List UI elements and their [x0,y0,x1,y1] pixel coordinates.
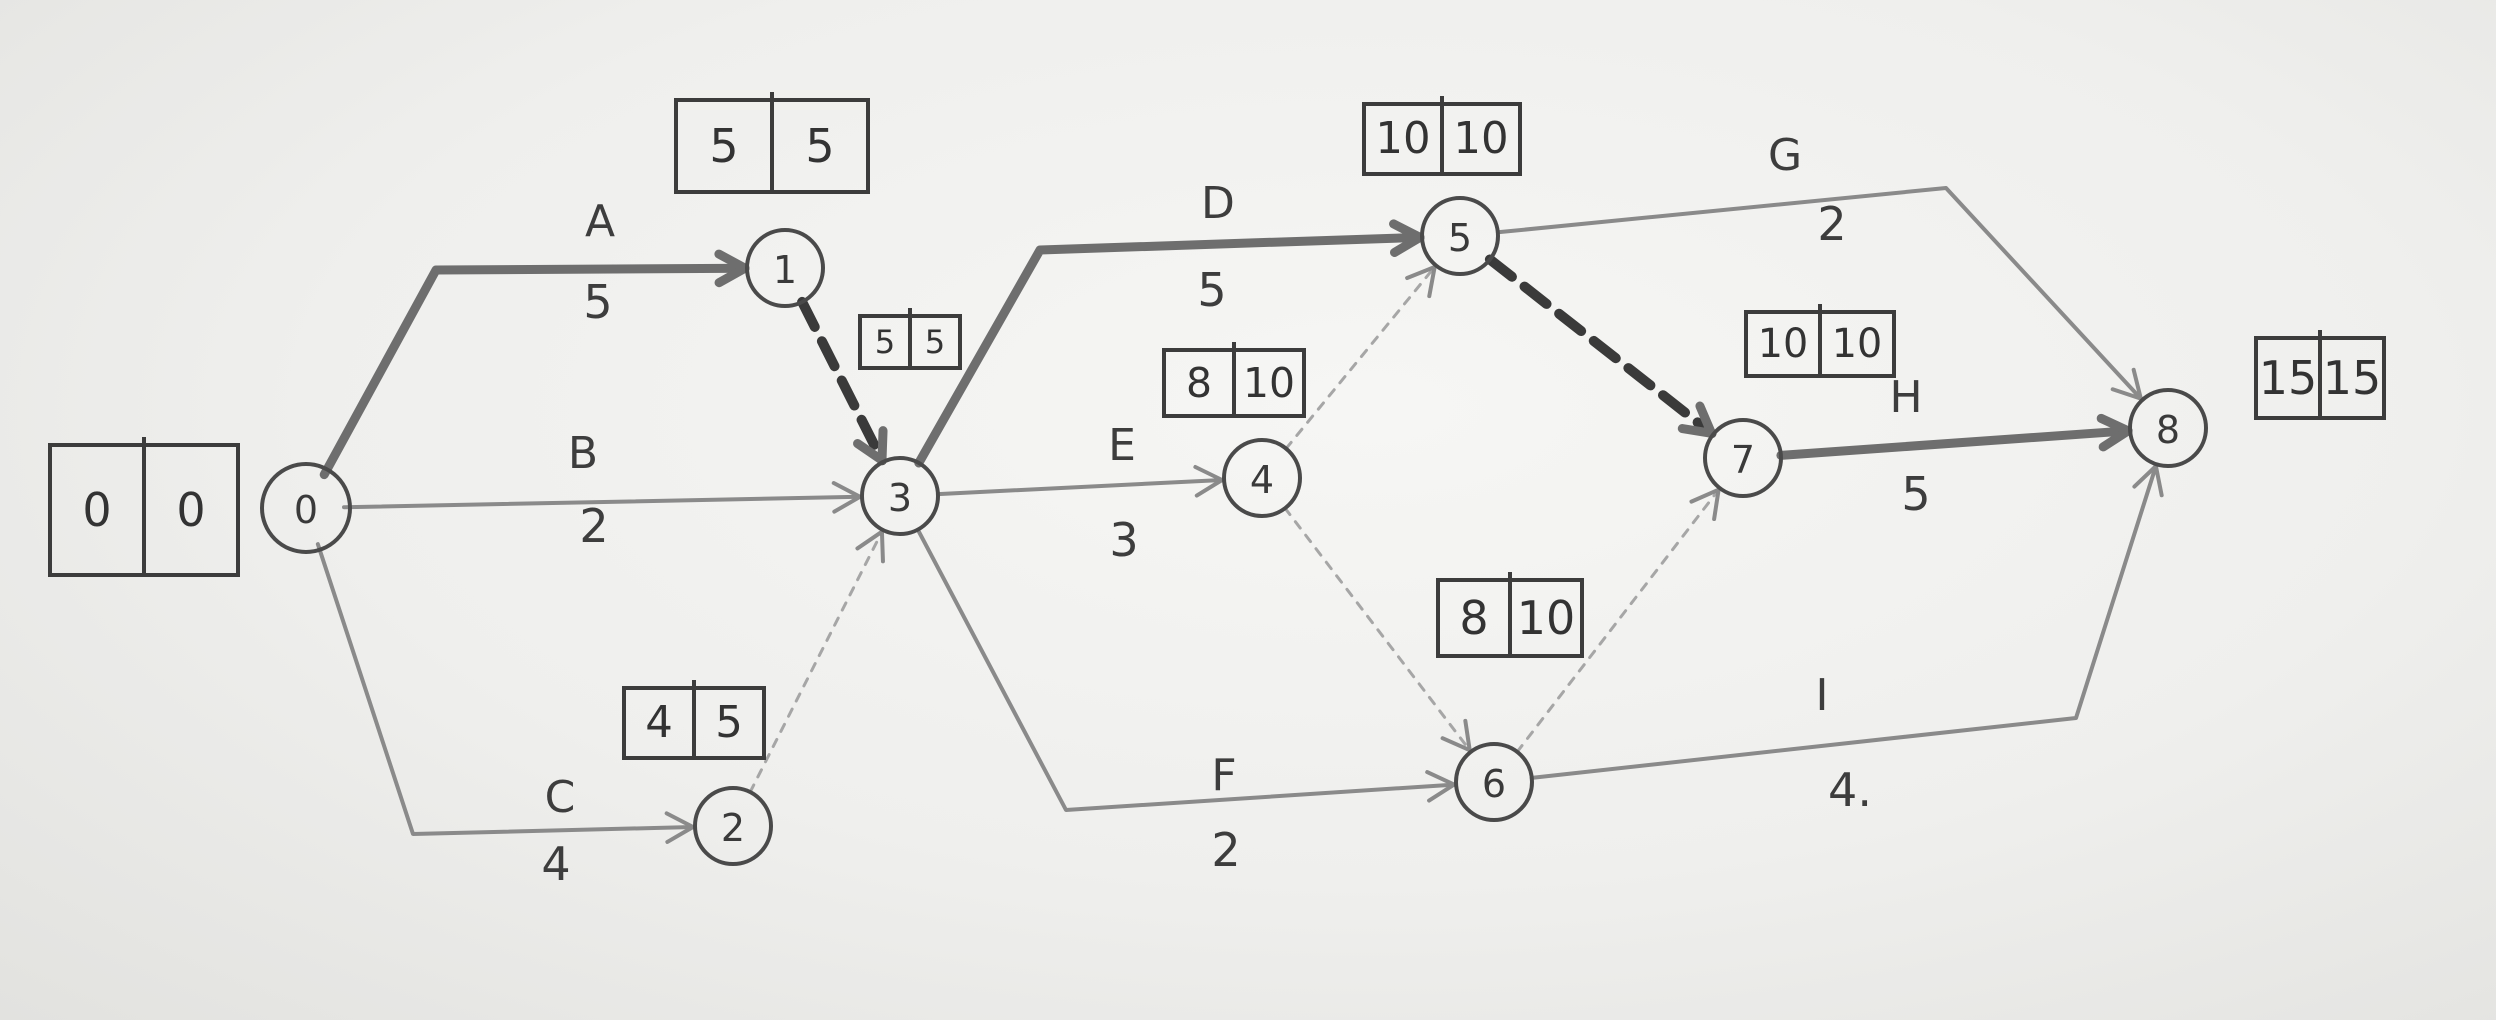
event-node-circle [693,786,773,866]
activity-duration-e: 3 [1109,513,1138,567]
activity-name-i: I [1816,670,1829,721]
activity-duration-g: 2 [1817,197,1846,251]
event-node-3: 3 [860,456,940,536]
event-node-circle [1222,438,1302,518]
activity-duration-f: 2 [1211,823,1240,877]
dummy-arrow-n5-n7 [1484,254,1717,439]
activity-name-b: B [568,428,598,479]
event-node-1: 1 [745,228,825,308]
activity-name-c: C [545,772,576,823]
activity-duration-c: 4 [541,837,570,891]
time-box-node-4: 8 10 [1162,342,1306,418]
event-node-7: 7 [1703,418,1783,498]
earliest-time: 15 [2259,351,2318,405]
event-node-2: 2 [693,786,773,866]
latest-time: 5 [805,119,834,173]
event-node-5: 5 [1420,196,1500,276]
activity-arrow-e-arrowhead [1193,464,1225,498]
activity-name-e: E [1108,420,1136,471]
activity-arrow-i [1529,464,2158,780]
activity-duration-d: 5 [1197,263,1226,317]
activity-arrow-g [1495,186,2143,401]
event-node-circle [1454,742,1534,822]
activity-arrow-a [319,263,750,480]
dummy-arrow-n1-n3 [797,296,887,466]
event-node-circle [1420,196,1500,276]
activity-arrow-h [1776,426,2133,460]
event-node-circle [2128,388,2208,468]
dummy-arrow-n4-n6-arrowhead [1440,718,1472,753]
earliest-time: 10 [1758,321,1808,367]
activity-name-g: G [1768,130,1802,181]
event-node-number: 1 [773,248,797,292]
dummy-arrow-n5-n7-arrowhead [1677,401,1717,438]
dummy-arrow-n6-n7-arrowhead [1689,487,1721,522]
activity-arrow-e [935,477,1225,497]
activity-arrow-f [915,527,1457,812]
event-node-number: 5 [1448,216,1472,260]
earliest-time: 8 [1186,359,1212,407]
time-box-node-7: 10 10 [1744,304,1896,378]
event-node-number: 2 [721,806,745,850]
dummy-arrow-n4-n5 [1284,265,1437,451]
dummy-arrow-n4-n6 [1283,506,1472,752]
event-node-number: 0 [294,488,318,532]
event-node-4: 4 [1222,438,1302,518]
activity-arrow-c [315,542,696,836]
latest-time: 5 [715,698,743,748]
event-node-circle [260,462,352,554]
latest-time: 15 [2323,351,2382,405]
dummy-arrow-n6-n7 [1515,488,1721,754]
activity-duration-i: 4. [1828,763,1872,817]
dummy-arrow-n2-n3 [748,530,884,794]
event-node-circle [860,456,940,536]
activity-arrow-b [341,494,863,510]
activity-name-h: H [1889,372,1922,423]
earliest-time: 10 [1375,114,1430,164]
latest-time: 10 [1453,114,1508,164]
event-node-circle [745,228,825,308]
latest-time: 10 [1517,591,1576,645]
latest-time: 10 [1243,359,1295,407]
activity-name-a: A [585,196,615,247]
activity-arrow-i-arrowhead [2132,464,2164,498]
activity-duration-h: 5 [1901,467,1930,521]
latest-time: 0 [176,483,205,537]
event-node-circle [1703,418,1783,498]
event-node-number: 4 [1250,458,1274,502]
activity-duration-a: 5 [583,275,612,329]
event-node-6: 6 [1454,742,1534,822]
earliest-time: 5 [709,119,738,173]
event-node-0: 0 [260,462,352,554]
latest-time: 10 [1832,321,1882,367]
edges-layer [315,186,2164,844]
earliest-time: 4 [645,698,673,748]
time-box-node-5: 10 10 [1362,96,1522,176]
time-box-node-6: 8 10 [1436,572,1584,658]
event-node-number: 8 [2156,408,2180,452]
event-node-number: 3 [888,476,912,520]
event-node-number: 7 [1731,438,1755,482]
activity-name-f: F [1211,750,1236,801]
activity-arrow-d [914,232,1425,468]
activity-duration-b: 2 [579,499,608,553]
earliest-time: 8 [1459,591,1488,645]
latest-time: 5 [925,323,946,361]
event-node-8: 8 [2128,388,2208,468]
activity-name-d: D [1201,178,1235,229]
earliest-time: 0 [82,483,111,537]
earliest-time: 5 [875,323,896,361]
event-node-number: 6 [1482,762,1506,806]
